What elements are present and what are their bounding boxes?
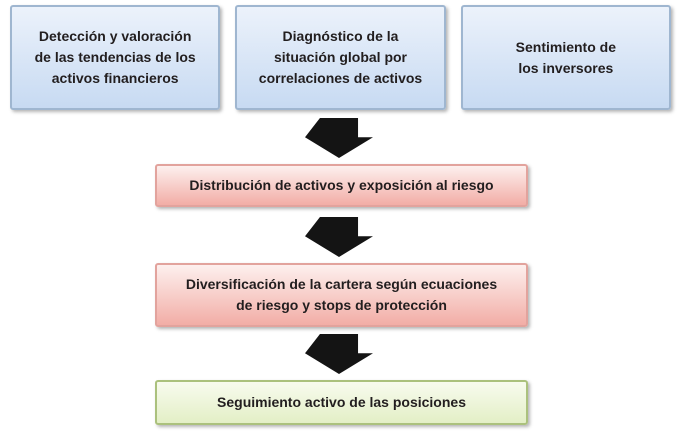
box-text-line: correlaciones de activos	[258, 70, 423, 86]
box-text-line: Diversificación de la cartera según ecua…	[185, 276, 498, 292]
box-text-line: Distribución de activos y exposición al …	[189, 177, 494, 193]
box-text-line: situación global por	[273, 49, 407, 65]
box-diversificacion-cartera: Diversificación de la cartera según ecua…	[155, 263, 528, 327]
box-sentimiento-inversores: Sentimiento de los inversores	[460, 5, 671, 110]
down-arrow-icon	[305, 334, 373, 374]
down-arrow-icon	[305, 217, 373, 257]
box-seguimiento-posiciones: Seguimiento activo de las posiciones	[155, 380, 528, 425]
box-text-line: Detección y valoración	[38, 28, 192, 44]
box-text-line: Seguimiento activo de las posiciones	[217, 394, 466, 410]
box-deteccion-tendencias: Detección y valoración de las tendencias…	[10, 5, 221, 110]
box-text-line: de las tendencias de los	[34, 49, 196, 65]
box-distribucion-activos: Distribución de activos y exposición al …	[155, 164, 528, 207]
source-boxes-row: Detección y valoración de las tendencias…	[10, 5, 671, 110]
box-text-line: de riesgo y stops de protección	[236, 297, 447, 313]
box-text-line: Diagnóstico de la	[282, 28, 399, 44]
box-text-line: los inversores	[518, 59, 614, 76]
box-text-line: activos financieros	[51, 70, 179, 86]
box-diagnostico-global: Diagnóstico de la situación global por c…	[235, 5, 446, 110]
box-text-line: Sentimiento de	[515, 38, 616, 55]
down-arrow-icon	[305, 118, 373, 158]
